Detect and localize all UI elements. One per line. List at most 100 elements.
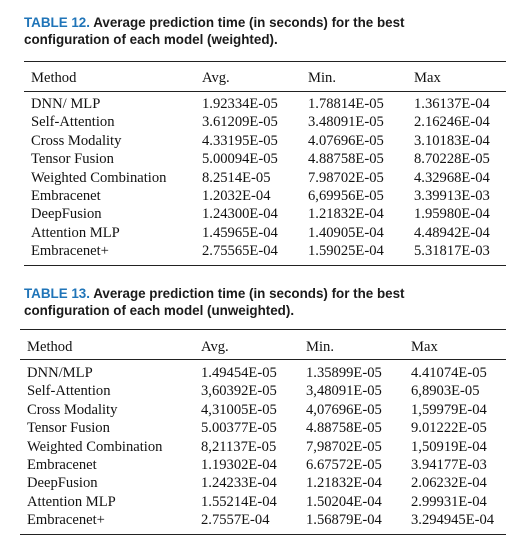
cell-min: 1.21832E-04 <box>308 206 384 223</box>
cell-method: Embracenet+ <box>27 512 105 529</box>
table-13-caption: TABLE 13. Average prediction time (in se… <box>24 285 405 319</box>
cell-min: 7,98702E-05 <box>306 438 382 455</box>
cell-min: 1.56879E-04 <box>306 512 382 529</box>
cell-avg: 1.19302E-04 <box>201 457 277 474</box>
table-row: Embracenet+ 2.7557E-04 1.56879E-04 3.294945… <box>27 511 507 529</box>
cell-min: 4.07696E-05 <box>308 132 384 149</box>
table-13-caption-line2: configuration of each model (unweighted)… <box>24 303 295 318</box>
header-avg: Avg. <box>201 339 229 355</box>
table-12-header-rule <box>24 91 506 92</box>
cell-max: 3.94177E-03 <box>411 457 487 474</box>
header-min: Min. <box>308 70 336 86</box>
cell-avg: 4,31005E-05 <box>201 401 277 418</box>
cell-max: 3.39913E-03 <box>414 188 490 205</box>
table-row: Weighted Combination 8,21137E-05 7,98702E-… <box>27 438 507 456</box>
table-row: DeepFusion 1.24300E-04 1.21832E-04 1.95980E… <box>31 205 510 223</box>
cell-max: 4.48942E-04 <box>414 224 490 241</box>
header-method: Method <box>27 339 73 355</box>
cell-min: 6,69956E-05 <box>308 188 384 205</box>
header-method: Method <box>31 70 77 86</box>
cell-method: DeepFusion <box>27 475 98 492</box>
cell-method: Weighted Combination <box>31 169 167 186</box>
cell-max: 8.70228E-05 <box>414 151 490 168</box>
cell-max: 4.32968E-04 <box>414 169 490 186</box>
cell-max: 1,59979E-04 <box>411 401 487 418</box>
header-min: Min. <box>306 339 334 355</box>
cell-avg: 3,60392E-05 <box>201 383 277 400</box>
cell-method: Self-Attention <box>31 114 115 131</box>
table-header-row: Method Avg. Min. Max <box>27 336 507 358</box>
cell-method: Tensor Fusion <box>27 420 110 437</box>
header-max: Max <box>414 70 441 86</box>
cell-method: Cross Modality <box>31 132 122 149</box>
cell-avg: 5.00094E-05 <box>202 151 278 168</box>
table-13-top-rule <box>20 329 506 330</box>
header-max: Max <box>411 339 438 355</box>
cell-max: 2.99931E-04 <box>411 493 487 510</box>
cell-max: 2.06232E-04 <box>411 475 487 492</box>
cell-avg: 1.24300E-04 <box>202 206 278 223</box>
cell-max: 4.41074E-05 <box>411 365 487 381</box>
cell-min: 4.88758E-05 <box>306 420 382 437</box>
cell-avg: 2.75565E-04 <box>202 243 278 260</box>
cell-min: 3,48091E-05 <box>306 383 382 400</box>
cell-min: 1.59025E-04 <box>308 243 384 260</box>
table-row: DNN/ MLP 1.92334E-05 1.78814E-05 1.36137E-0… <box>31 95 510 113</box>
table-12-bottom-rule <box>24 265 506 266</box>
cell-max: 1.36137E-04 <box>414 96 490 112</box>
cell-min: 1.35899E-05 <box>306 365 382 381</box>
cell-min: 4,07696E-05 <box>306 401 382 418</box>
cell-avg: 8.2514E-05 <box>202 169 271 186</box>
cell-method: DNN/MLP <box>27 365 93 381</box>
cell-method: Embracenet <box>27 457 97 474</box>
cell-method: Self-Attention <box>27 383 111 400</box>
table-13-header-rule <box>20 359 506 360</box>
cell-avg: 8,21137E-05 <box>201 438 277 455</box>
table-12-caption-line2: configuration of each model (weighted). <box>24 32 278 47</box>
cell-max: 3.294945E-04 <box>411 512 495 529</box>
cell-min: 6.67572E-05 <box>306 457 382 474</box>
table-13-bottom-rule <box>20 534 506 535</box>
table-12-top-rule <box>24 61 506 62</box>
cell-avg: 1.92334E-05 <box>202 96 278 112</box>
cell-method: Weighted Combination <box>27 438 163 455</box>
cell-avg: 1.2032E-04 <box>202 188 271 205</box>
cell-min: 7.98702E-05 <box>308 169 384 186</box>
header-avg: Avg. <box>202 70 230 86</box>
cell-method: DeepFusion <box>31 206 102 223</box>
table-12-caption: TABLE 12. Average prediction time (in se… <box>24 14 405 48</box>
cell-method: Tensor Fusion <box>31 151 114 168</box>
cell-min: 3.48091E-05 <box>308 114 384 131</box>
cell-max: 5.31817E-03 <box>414 243 490 260</box>
cell-max: 2.16246E-04 <box>414 114 490 131</box>
table-row: Weighted Combination 8.2514E-05 7.98702E-0… <box>31 169 510 187</box>
cell-avg: 2.7557E-04 <box>201 512 270 529</box>
cell-max: 1,50919E-04 <box>411 438 487 455</box>
cell-max: 3.10183E-04 <box>414 132 490 149</box>
cell-avg: 1.45965E-04 <box>202 224 278 241</box>
cell-min: 4.88758E-05 <box>308 151 384 168</box>
cell-min: 1.50204E-04 <box>306 493 382 510</box>
cell-method: Attention MLP <box>31 224 120 241</box>
cell-method: Attention MLP <box>27 493 116 510</box>
table-row: Tensor Fusion 5.00094E-05 4.88758E-05 8.702… <box>31 150 510 168</box>
cell-method: DNN/ MLP <box>31 96 101 112</box>
cell-max: 6,8903E-05 <box>411 383 480 400</box>
cell-min: 1.78814E-05 <box>308 96 384 112</box>
table-13-label: TABLE 13. <box>24 286 90 301</box>
cell-max: 1.95980E-04 <box>414 206 490 223</box>
table-12-caption-line1: Average prediction time (in seconds) for… <box>93 15 405 30</box>
cell-avg: 5.00377E-05 <box>201 420 277 437</box>
table-row: Embracenet 1.19302E-04 6.67572E-05 3.94177E… <box>27 456 507 474</box>
table-12-label: TABLE 12. <box>24 15 90 30</box>
